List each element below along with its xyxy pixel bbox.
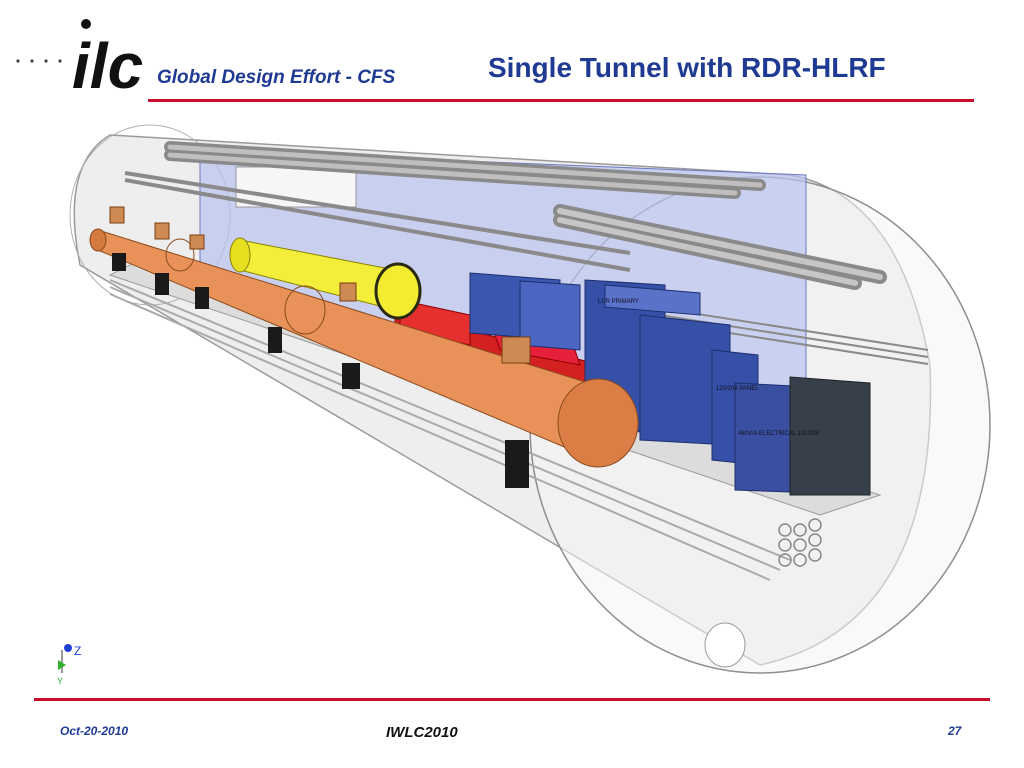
- rack-label-primary: LCR PRIMARY: [598, 299, 639, 305]
- organization-subtitle: Global Design Effort - CFS: [157, 67, 396, 88]
- footer-conference: IWLC2010: [386, 724, 458, 741]
- footer-divider: [34, 698, 990, 701]
- panel-label: 120/208 PANEL: [716, 386, 759, 392]
- ilc-logo: ilc: [16, 19, 143, 96]
- axis-y-label: Y: [57, 676, 63, 686]
- axis-triad: Z Y: [57, 644, 81, 686]
- slide-title: Single Tunnel with RDR-HLRF: [488, 52, 886, 83]
- cryomodule-ports: [109, 206, 531, 364]
- cryomodule: [89, 228, 639, 468]
- mid-conduits: [124, 171, 631, 272]
- footer-date: Oct-20-2010: [60, 724, 129, 738]
- transformer-label: 480V/A ELECTRICAL 120/208: [738, 431, 820, 437]
- drain-pipe-end: [704, 622, 746, 668]
- support-stands: [112, 253, 529, 488]
- tunnel-illustration: LCR PRIMARY 120/208 PANEL 480V/A ELECTRI…: [57, 124, 991, 686]
- floor-conduit-bundle: [778, 518, 822, 567]
- page-number: 27: [948, 724, 962, 738]
- axis-z-label: Z: [74, 644, 81, 658]
- floor-rails: [109, 279, 791, 581]
- logo-text: ilc: [72, 30, 143, 96]
- header-divider: [148, 99, 974, 102]
